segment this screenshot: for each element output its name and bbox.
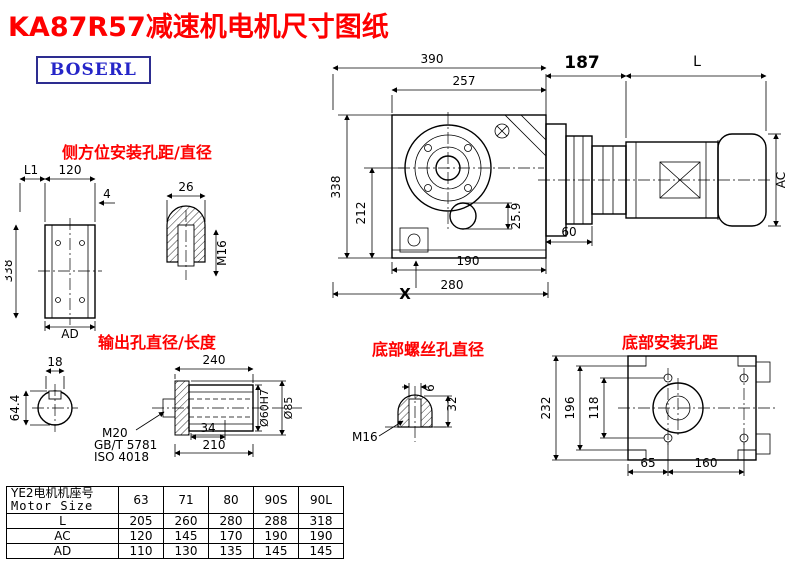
dim-4: 4 <box>103 187 111 201</box>
vent-plug-icon <box>494 123 510 139</box>
label-output-hole: 输出孔直径/长度 <box>98 333 216 352</box>
table-row-AD: AD 110 130 135 145 145 <box>6 543 344 559</box>
cell: 318 <box>298 513 344 529</box>
shaft-end-view: 18 64.4 <box>8 355 78 432</box>
dim-212: 212 <box>354 202 368 225</box>
dim-118: 118 <box>587 397 601 420</box>
cell: 145 <box>253 543 299 559</box>
dim-120: 120 <box>59 163 82 177</box>
dim-196: 196 <box>563 397 577 420</box>
cell: 145 <box>298 543 344 559</box>
dim-6: 6 <box>423 384 437 392</box>
dim-64-4: 64.4 <box>8 395 22 422</box>
col-header-90L: 90L <box>298 486 344 514</box>
shaft-side-view: 240 34 210 Ø60H7 Ø85 M20 GB/T 5781 ISO 4… <box>94 353 302 464</box>
screw-boss-section: 32 6 M16 <box>352 383 459 444</box>
dim-18: 18 <box>47 355 62 369</box>
brand-logo: BOSERL <box>36 56 151 84</box>
table-corner-cell: YE2电机机座号 Motor Size <box>6 486 119 514</box>
lower-boss-circle <box>449 202 477 230</box>
cell: 280 <box>208 513 254 529</box>
bottom-mount-dimensions: 232 196 118 65 160 <box>540 355 745 476</box>
dim-32: 32 <box>445 396 459 411</box>
dim-240: 240 <box>203 353 226 367</box>
output-shaft-drawing: 18 64.4 240 34 210 Ø60H7 Ø85 M20 <box>8 353 302 464</box>
table-row-L: L 205 260 280 288 318 <box>6 513 344 529</box>
side-mount-drawing: L1 120 4 338 AD 26 M16 <box>5 163 229 338</box>
cell: 205 <box>118 513 164 529</box>
motor-frame-label-en: Motor Size <box>11 499 94 513</box>
dim-187: 187 <box>564 53 600 73</box>
dim-190: 190 <box>457 254 480 268</box>
cell: 130 <box>163 543 209 559</box>
dim-338: 338 <box>329 176 343 199</box>
callout-ISO: ISO 4018 <box>94 450 149 464</box>
dim-L1: L1 <box>24 163 38 177</box>
motor-frame-label-cn: YE2电机机座号 <box>11 486 94 500</box>
dim-210: 210 <box>203 438 226 452</box>
gearbox-housing <box>391 112 547 259</box>
row-label-L: L <box>6 513 119 529</box>
dim-232: 232 <box>540 397 553 420</box>
main-dimensions: 390 257 187 L 338 212 25.9 60 X 190 280 <box>329 52 788 303</box>
col-header-80: 80 <box>208 486 254 514</box>
dim-L: L <box>693 54 701 70</box>
dim-390: 390 <box>421 52 444 66</box>
dim-280: 280 <box>441 278 464 292</box>
main-assembly-drawing: 390 257 187 L 338 212 25.9 60 X 190 280 <box>329 52 788 303</box>
dim-60: 60 <box>561 225 576 239</box>
callout-M20: M20 <box>102 426 128 440</box>
callout-GB: GB/T 5781 <box>94 438 157 452</box>
cell: 190 <box>253 528 299 544</box>
dim-M16-bottom: M16 <box>352 430 378 444</box>
motor-size-table: YE2电机机座号 Motor Size 63 71 80 90S 90L L 2… <box>6 486 344 559</box>
label-bottom-screw: 底部螺丝孔直径 <box>372 340 485 359</box>
dim-65: 65 <box>640 456 655 470</box>
cell: 145 <box>163 528 209 544</box>
row-label-AD: AD <box>6 543 119 559</box>
bottom-screw-drawing: 32 6 M16 <box>352 383 459 444</box>
label-bottom-mount: 底部安装孔距 <box>622 333 719 352</box>
cell: 120 <box>118 528 164 544</box>
dim-85: Ø85 <box>282 397 295 420</box>
motor <box>538 133 772 227</box>
bottom-view <box>618 355 776 461</box>
side-hole-detail: 26 M16 <box>166 180 229 280</box>
dim-M16-side: M16 <box>215 240 229 266</box>
dim-34: 34 <box>200 421 215 435</box>
dim-25-9: 25.9 <box>509 203 523 230</box>
dim-160: 160 <box>695 456 718 470</box>
table-row-AC: AC 120 145 170 190 190 <box>6 528 344 544</box>
cell: 260 <box>163 513 209 529</box>
dim-26: 26 <box>178 180 193 194</box>
cell: 110 <box>118 543 164 559</box>
dim-60H7: Ø60H7 <box>258 389 271 427</box>
col-header-63: 63 <box>118 486 164 514</box>
dim-257: 257 <box>453 74 476 88</box>
row-label-AC: AC <box>6 528 119 544</box>
mount-plate-view <box>38 218 102 325</box>
label-side-mount: 侧方位安装孔距/直径 <box>62 143 212 162</box>
page-title: KA87R57减速机电机尺寸图纸 <box>8 12 389 43</box>
dim-338-side: 338 <box>5 260 15 283</box>
bottom-mount-drawing: 232 196 118 65 160 <box>540 355 776 476</box>
side-mount-dimensions: L1 120 4 338 AD <box>5 163 115 338</box>
cell: 190 <box>298 528 344 544</box>
cell: 170 <box>208 528 254 544</box>
cell: 288 <box>253 513 299 529</box>
cell: 135 <box>208 543 254 559</box>
dim-AD: AD <box>61 327 78 338</box>
dim-AC: AC <box>774 172 788 188</box>
drain-plug-icon <box>407 233 421 247</box>
col-header-71: 71 <box>163 486 209 514</box>
col-header-90S: 90S <box>253 486 299 514</box>
table-header-row: YE2电机机座号 Motor Size 63 71 80 90S 90L <box>6 486 344 514</box>
